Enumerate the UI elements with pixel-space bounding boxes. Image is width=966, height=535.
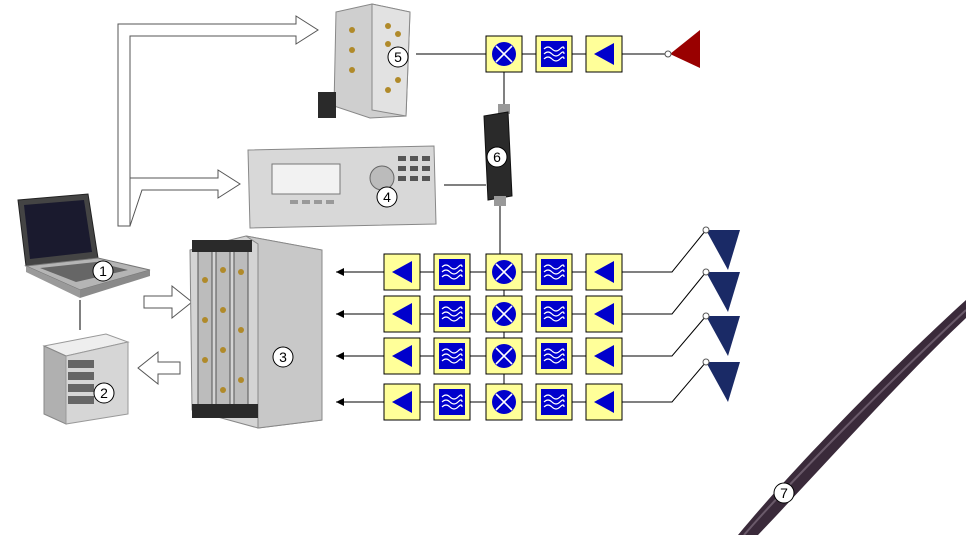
rx-amplifier-in-icon-3 bbox=[585, 337, 623, 375]
label-3-badge: 3 bbox=[272, 346, 294, 368]
label-6-badge: 6 bbox=[486, 146, 508, 168]
rx-amplifier-in-icon-1 bbox=[585, 253, 623, 291]
label-3: 3 bbox=[279, 349, 287, 365]
large-antenna bbox=[738, 300, 966, 535]
rx-feed-line-4 bbox=[622, 361, 707, 403]
laptop-to-generator-arrow bbox=[129, 169, 241, 227]
receive-antenna-icon-4 bbox=[702, 358, 741, 403]
rx-feed-line-2 bbox=[622, 271, 707, 315]
label-2: 2 bbox=[100, 385, 108, 401]
rx-filter-in-icon-3 bbox=[535, 337, 573, 375]
transmit-antenna-icon bbox=[664, 30, 700, 68]
receive-antenna-icon-1 bbox=[702, 226, 741, 271]
rx-amplifier-in-icon-2 bbox=[585, 295, 623, 333]
chassis-to-server-arrow bbox=[137, 350, 181, 386]
label-7-badge: 7 bbox=[773, 482, 795, 504]
rx-amplifier-out-icon-3 bbox=[383, 337, 421, 375]
rx-mixer-icon-2 bbox=[485, 295, 523, 333]
laptop-to-chassis-arrow bbox=[143, 284, 193, 320]
rx-filter-out-icon-2 bbox=[433, 295, 471, 333]
receive-antenna-icon-3 bbox=[702, 312, 741, 357]
laptop-to-pxi-arrow bbox=[117, 15, 319, 227]
label-4-badge: 4 bbox=[376, 186, 398, 208]
label-1: 1 bbox=[99, 263, 107, 279]
rx-filter-in-icon-1 bbox=[535, 253, 573, 291]
rx-mixer-icon-3 bbox=[485, 337, 523, 375]
rx-amplifier-out-icon-2 bbox=[383, 295, 421, 333]
tx-filter-icon bbox=[535, 35, 573, 73]
pxi-chassis bbox=[189, 235, 323, 429]
laptop bbox=[17, 193, 151, 298]
label-4: 4 bbox=[383, 189, 391, 205]
server bbox=[42, 333, 130, 425]
rx-filter-in-icon-2 bbox=[535, 295, 573, 333]
pxi-module bbox=[318, 3, 411, 119]
rx-output-arrowhead-4 bbox=[336, 398, 344, 406]
rx-feed-line-3 bbox=[622, 315, 707, 357]
rx-amplifier-in-icon-4 bbox=[585, 383, 623, 421]
rx-output-arrowhead-1 bbox=[336, 268, 344, 276]
rx-filter-out-icon-4 bbox=[433, 383, 471, 421]
tx-mixer-icon bbox=[485, 35, 523, 73]
label-2-badge: 2 bbox=[93, 382, 115, 404]
rx-filter-out-icon-1 bbox=[433, 253, 471, 291]
rx-filter-in-icon-4 bbox=[535, 383, 573, 421]
rx-amplifier-out-icon-1 bbox=[383, 253, 421, 291]
label-5: 5 bbox=[394, 49, 402, 65]
rx-output-arrowhead-2 bbox=[336, 310, 344, 318]
rx-amplifier-out-icon-4 bbox=[383, 383, 421, 421]
tx-amplifier-icon bbox=[585, 35, 623, 73]
receive-antenna-icon-2 bbox=[702, 268, 741, 313]
label-5-badge: 5 bbox=[387, 46, 409, 68]
label-6: 6 bbox=[493, 149, 501, 165]
rx-feed-line-1 bbox=[622, 229, 707, 273]
signal-generator bbox=[247, 145, 437, 229]
rx-filter-out-icon-3 bbox=[433, 337, 471, 375]
label-1-badge: 1 bbox=[92, 260, 114, 282]
receive-channels bbox=[336, 226, 741, 421]
rx-mixer-icon-4 bbox=[485, 383, 523, 421]
rx-output-arrowhead-3 bbox=[336, 352, 344, 360]
label-7: 7 bbox=[780, 485, 788, 501]
rx-mixer-icon-1 bbox=[485, 253, 523, 291]
